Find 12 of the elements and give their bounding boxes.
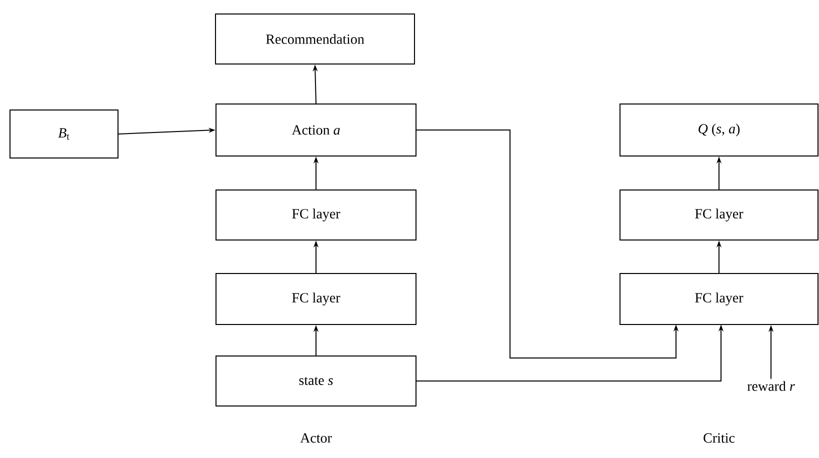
layer-box: FC layer xyxy=(216,273,416,325)
state-box: state s xyxy=(216,356,416,406)
action-box: Action a xyxy=(216,104,416,156)
layer-box: FC layer xyxy=(620,273,818,325)
value-box: Q (s, a) xyxy=(620,104,818,156)
panel-label: Actor xyxy=(300,433,332,443)
reward-label: reward r xyxy=(747,381,795,391)
output-box: Recommendation xyxy=(215,14,415,64)
layer-box: FC layer xyxy=(216,190,416,240)
panel-label: Critic xyxy=(704,433,735,443)
input-box: B$_{t}$ xyxy=(10,110,118,158)
layer-box: FC layer xyxy=(620,190,818,240)
